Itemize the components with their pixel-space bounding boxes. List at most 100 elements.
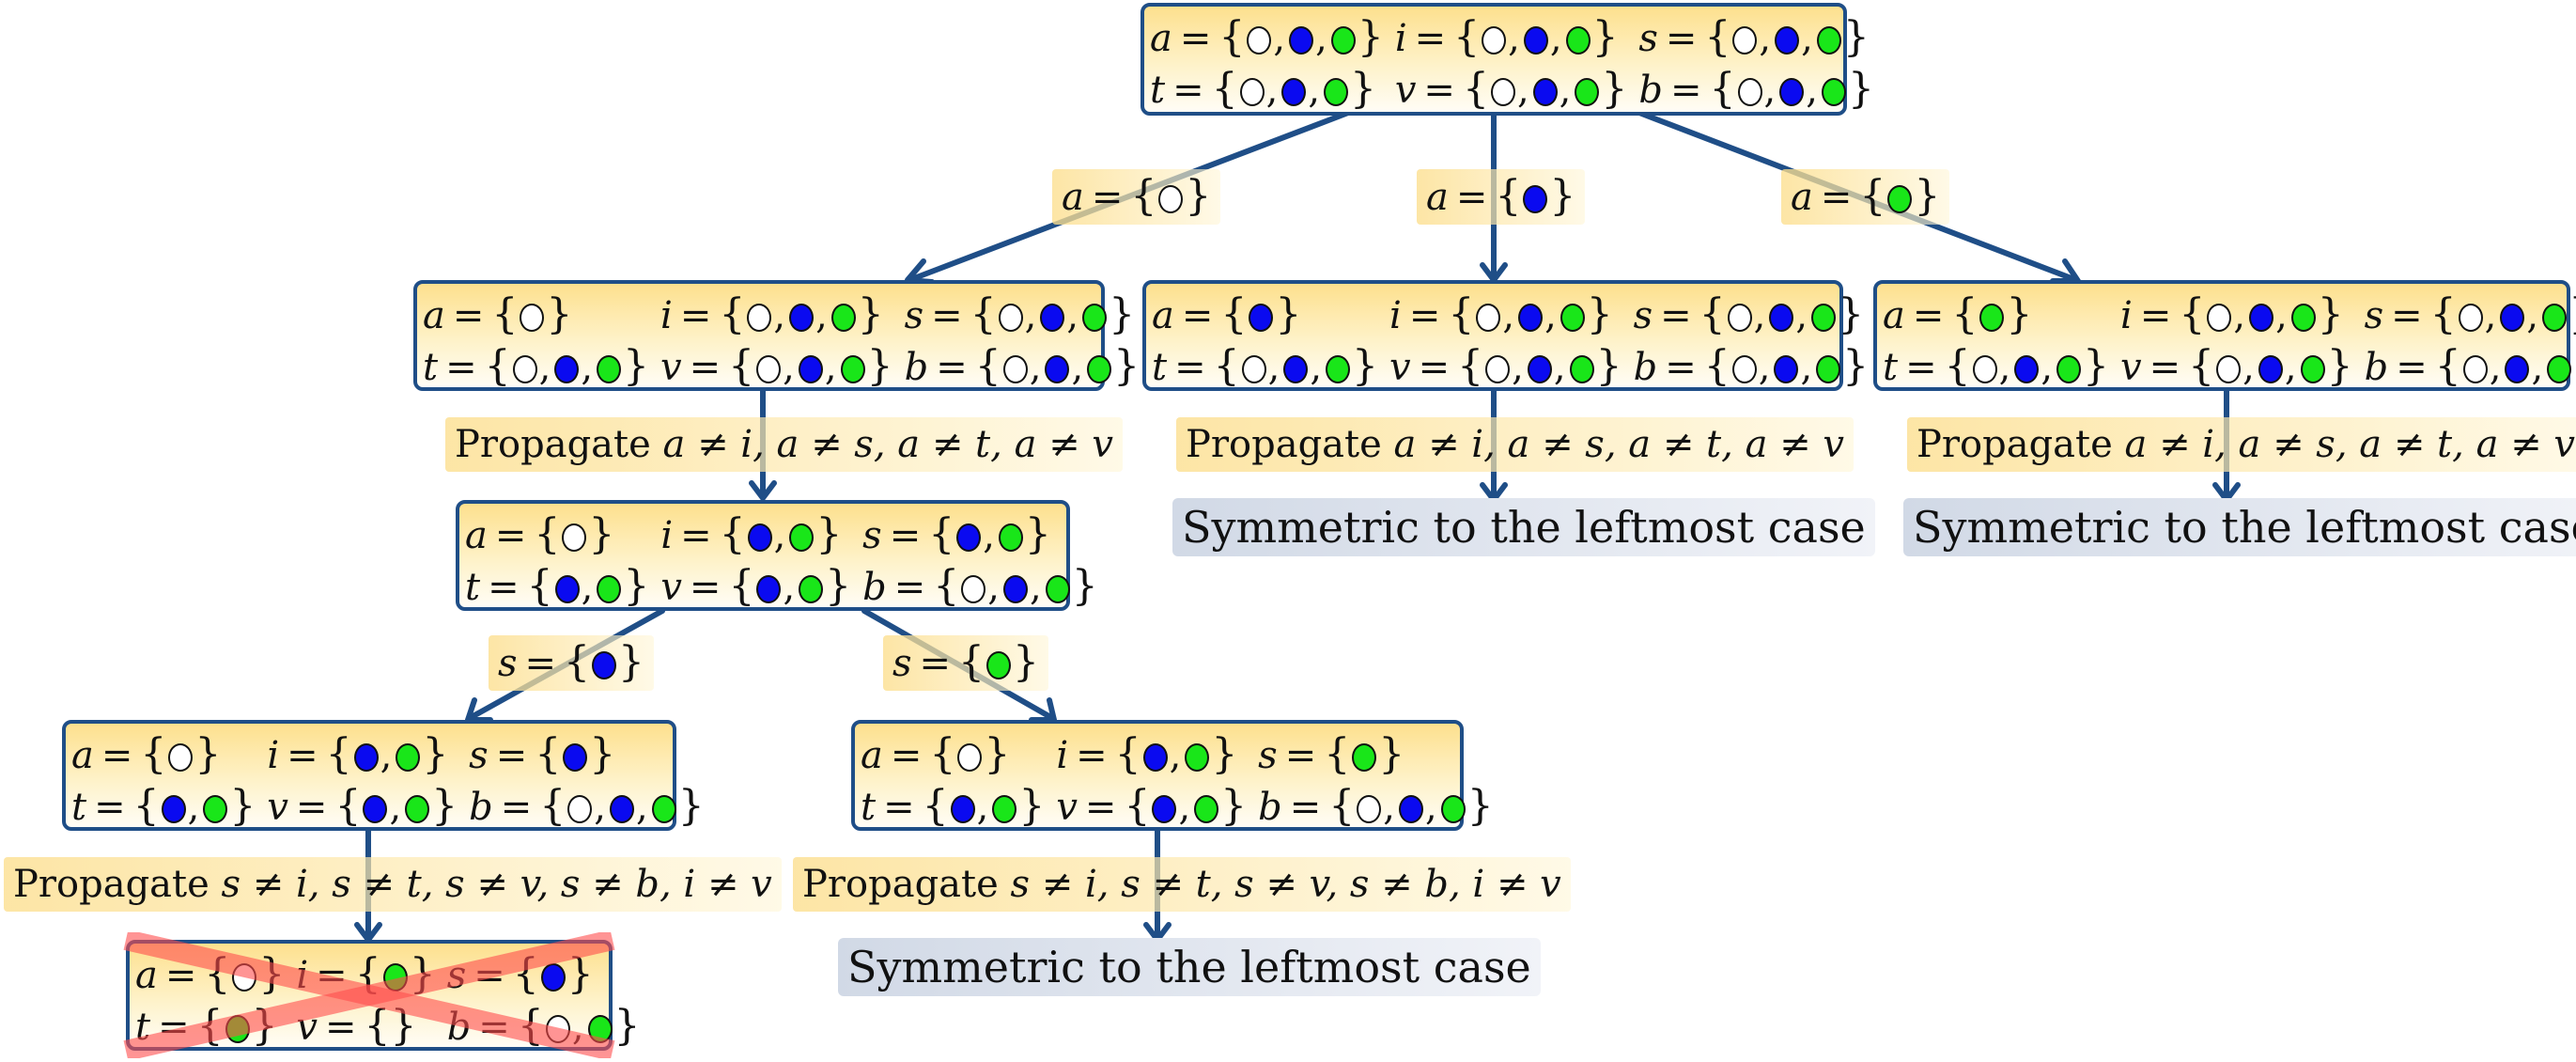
comma: ,	[2275, 294, 2288, 337]
green-color-dot-icon	[1330, 26, 1356, 55]
open-brace: {	[564, 638, 591, 686]
white-color-dot-icon	[2462, 355, 2488, 383]
close-brace: }	[1842, 342, 1870, 390]
domain-a: a={}	[135, 949, 285, 1001]
open-brace: {	[1495, 172, 1522, 220]
arrowhead-icon	[749, 480, 777, 501]
green-color-dot-icon	[1816, 26, 1841, 55]
variable-name: v	[660, 346, 682, 389]
close-brace: }	[409, 950, 436, 998]
white-color-dot-icon	[1727, 304, 1752, 332]
comma: ,	[1801, 17, 1813, 60]
open-brace: {	[1462, 65, 1489, 113]
domain-s: s={}	[447, 949, 641, 1001]
equals-sign: =	[1076, 734, 1108, 777]
variable-name: s	[1633, 294, 1653, 337]
close-brace: }	[984, 730, 1011, 778]
white-color-dot-icon	[1490, 78, 1515, 106]
open-brace: {	[2188, 342, 2215, 390]
branch-label-a-white: a={}	[1052, 169, 1221, 225]
green-color-dot-icon	[587, 1015, 613, 1043]
green-color-dot-icon	[405, 795, 430, 823]
close-brace: }	[1018, 782, 1046, 830]
close-brace: }	[1185, 172, 1212, 220]
white-color-dot-icon	[2207, 304, 2232, 332]
close-brace: }	[1109, 290, 1136, 338]
white-color-dot-icon	[1972, 355, 1997, 383]
domain-v: v={,,}	[1395, 64, 1628, 116]
domain-a: a={}	[465, 509, 649, 561]
equals-sign: =	[1665, 346, 1697, 389]
blue-color-dot-icon	[592, 651, 617, 679]
variable-name: v	[1056, 786, 1078, 829]
equals-sign: =	[488, 566, 520, 609]
domain-a: a={}	[423, 289, 649, 341]
comma: ,	[976, 786, 989, 829]
equals-sign: =	[889, 514, 922, 557]
close-brace: }	[677, 782, 705, 830]
open-brace: {	[1859, 172, 1886, 220]
equals-sign: =	[1181, 294, 1214, 337]
variable-name: v	[2120, 346, 2142, 389]
propagate-label-a-left: Propagate a ≠ i, a ≠ s, a ≠ t, a ≠ v	[445, 417, 1123, 472]
comma: ,	[2233, 294, 2246, 337]
propagate-word: Propagate	[1916, 423, 2113, 466]
domain-t: t={,,}	[1150, 64, 1384, 116]
comma: ,	[773, 294, 786, 337]
equals-sign: =	[164, 954, 197, 997]
open-brace: {	[196, 1002, 224, 1050]
white-color-dot-icon	[2458, 304, 2483, 332]
variable-name: a	[135, 954, 158, 997]
variable-name: s	[904, 294, 924, 337]
white-color-dot-icon	[1731, 355, 1757, 383]
domain-i: i={,}	[267, 729, 458, 781]
comma: ,	[2489, 346, 2502, 389]
open-brace: {	[1124, 782, 1151, 830]
domain-grid: a={,,}i={,,}s={,,}t={,,}v={,,}b={,,}	[1150, 12, 1874, 116]
domain-b: b={,,}	[1258, 781, 1494, 833]
symmetric-note-s-green: Symmetric to the leftmost case	[838, 938, 1541, 996]
equals-sign: =	[1905, 346, 1937, 389]
blue-color-dot-icon	[363, 795, 388, 823]
domain-v: v={,}	[660, 561, 851, 613]
green-color-dot-icon	[1087, 355, 1112, 383]
equals-sign: =	[1289, 786, 1322, 829]
variable-name: b	[469, 786, 493, 829]
equals-sign: =	[1091, 176, 1124, 219]
variable-name: t	[1883, 346, 1899, 389]
close-brace: }	[1549, 172, 1576, 220]
green-color-dot-icon	[1811, 304, 1837, 332]
comma: ,	[1169, 734, 1182, 777]
propagate-constraints: a ≠ i, a ≠ s, a ≠ t, a ≠ v	[662, 423, 1113, 466]
symmetric-note-a-green: Symmetric to the leftmost case	[1903, 498, 2576, 556]
comma: ,	[2041, 346, 2054, 389]
equals-sign: =	[287, 734, 318, 777]
domain-b: b={,,}	[1634, 341, 1870, 393]
white-color-dot-icon	[756, 355, 782, 383]
green-color-dot-icon	[1194, 795, 1219, 823]
equals-sign: =	[500, 786, 533, 829]
propagate-word: Propagate	[802, 863, 999, 906]
close-brace: }	[566, 950, 594, 998]
equals-sign: =	[931, 294, 963, 337]
propagate-constraints: s ≠ i, s ≠ t, s ≠ v, s ≠ b, i ≠ v	[221, 863, 772, 906]
equals-sign: =	[893, 566, 926, 609]
comma: ,	[1024, 294, 1037, 337]
domain-s: s={}	[498, 638, 644, 686]
variable-name: t	[1152, 346, 1168, 389]
domain-grid: a={}i={,,}s={,,}t={,,}v={,,}b={,,}	[423, 289, 1140, 393]
close-brace: }	[866, 342, 893, 390]
close-brace: }	[1466, 782, 1494, 830]
variable-name: i	[1389, 294, 1402, 337]
open-brace: {	[928, 510, 955, 558]
domain-grid: a={}i={,}s={,}t={,}v={,}b={,,}	[465, 509, 1098, 613]
comma: ,	[2526, 294, 2539, 337]
equals-sign: =	[452, 294, 485, 337]
propagate-label-s-right: Propagate s ≠ i, s ≠ t, s ≠ v, s ≠ b, i …	[793, 857, 1571, 912]
comma: ,	[636, 786, 648, 829]
equals-sign: =	[1820, 176, 1853, 219]
green-color-dot-icon	[1185, 743, 1210, 772]
open-brace: {	[325, 730, 352, 778]
comma: ,	[1267, 346, 1280, 389]
domain-t: t={,}	[465, 561, 649, 613]
